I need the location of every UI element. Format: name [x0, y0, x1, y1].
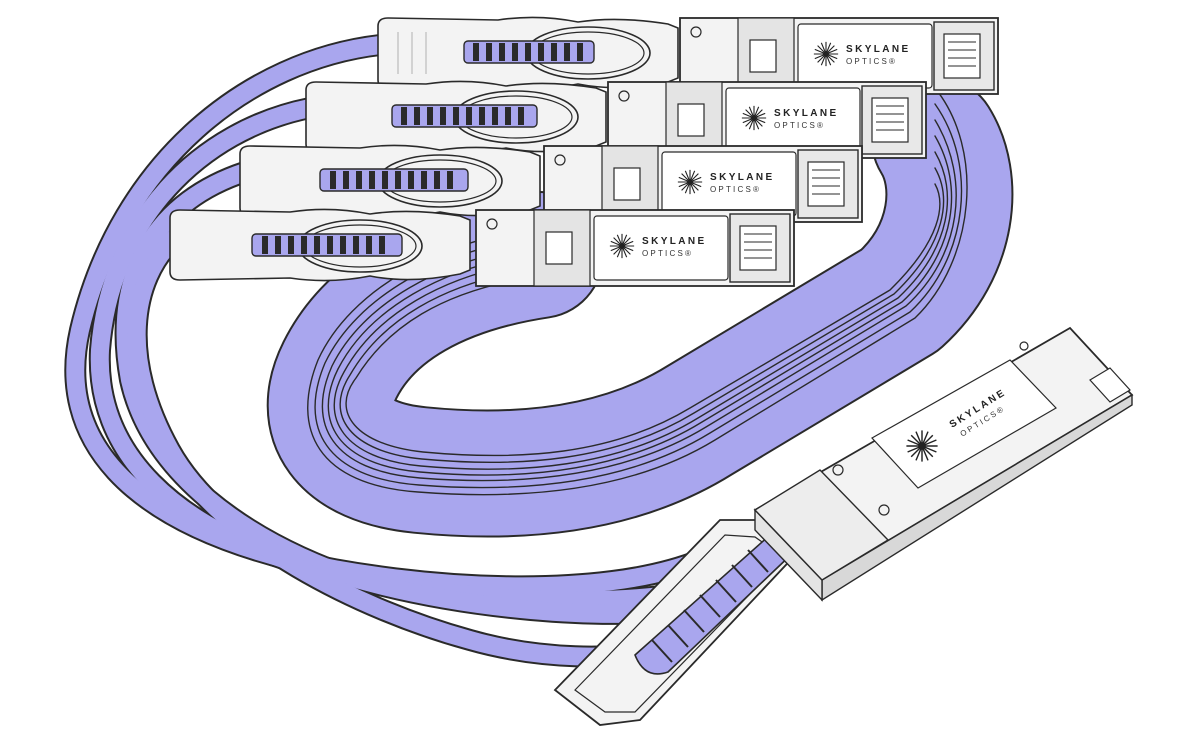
- brand-subname: OPTICS®: [642, 249, 693, 258]
- brand-subname: OPTICS®: [846, 57, 897, 66]
- qsfp-housing: SKYLANE OPTICS®: [753, 326, 1134, 602]
- brand-name: SKYLANE: [774, 108, 839, 119]
- cable-bundle-fill: [268, 78, 1012, 536]
- cable-bundle-strands: [307, 87, 968, 496]
- brand-name: SKYLANE: [846, 44, 911, 55]
- qsfp-connector: SKYLANE OPTICS®: [553, 326, 1134, 726]
- sfp-connector-4: SKYLANE OPTICS®: [169, 208, 795, 287]
- brand-subname: OPTICS®: [710, 185, 761, 194]
- strain-relief: [463, 40, 595, 64]
- sfp-housing: SKYLANE OPTICS®: [475, 209, 795, 287]
- sfp-connector-1: SKYLANE OPTICS®: [377, 16, 999, 95]
- brand-subname: OPTICS®: [774, 121, 825, 130]
- single-cables: [64, 34, 711, 668]
- cable-bundle: [266, 76, 1014, 538]
- strain-relief: [391, 104, 538, 128]
- brand-name: SKYLANE: [642, 236, 707, 247]
- strain-relief: [251, 233, 403, 257]
- strain-relief: [319, 168, 469, 192]
- brand-name: SKYLANE: [710, 172, 775, 183]
